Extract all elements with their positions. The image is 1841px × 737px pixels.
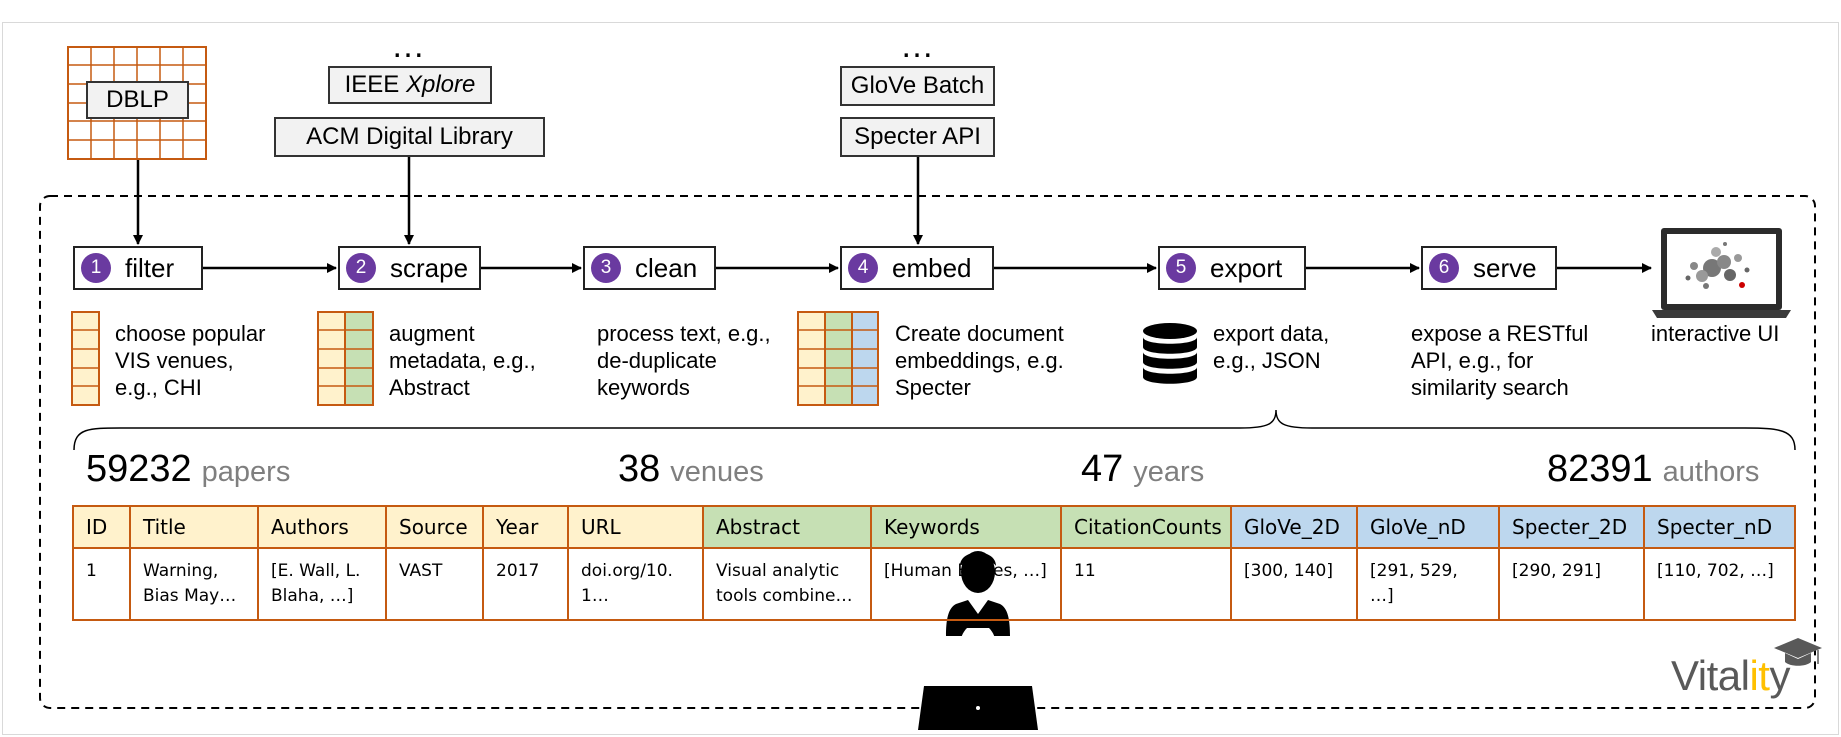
column-header: Specter_2D bbox=[1498, 505, 1645, 549]
stat-venues: 38 venues bbox=[618, 448, 764, 491]
more-sources-dots: … bbox=[391, 27, 426, 65]
step-label: clean bbox=[635, 252, 698, 283]
scrape-description: augment metadata, e.g., Abstract bbox=[389, 321, 536, 400]
step-label: serve bbox=[1473, 252, 1537, 283]
stat-label: papers bbox=[201, 456, 291, 488]
graduation-cap-icon bbox=[1774, 638, 1822, 666]
column-header: Title bbox=[129, 505, 259, 549]
stat-authors: 82391 authors bbox=[1547, 448, 1759, 491]
scrape-table-icon bbox=[317, 311, 374, 406]
step-scrape: 2 scrape bbox=[338, 246, 481, 290]
step-number-badge: 5 bbox=[1166, 253, 1196, 283]
step-number-badge: 6 bbox=[1429, 253, 1459, 283]
column-header: GloVe_nD bbox=[1356, 505, 1500, 549]
stat-years: 47 years bbox=[1081, 448, 1204, 491]
table-cell: doi.org/10. 1… bbox=[567, 547, 704, 621]
column-header: URL bbox=[567, 505, 704, 549]
step-number-badge: 2 bbox=[346, 253, 376, 283]
column-header: Year bbox=[482, 505, 569, 549]
embed-description: Create document embeddings, e.g. Specter bbox=[895, 321, 1064, 400]
stat-label: venues bbox=[670, 456, 764, 488]
database-icon bbox=[1143, 323, 1197, 384]
step-serve: 6 serve bbox=[1421, 246, 1557, 290]
ieee-xplore-box: IEEE Xplore bbox=[328, 66, 492, 104]
step-label: embed bbox=[892, 252, 972, 283]
acm-label: ACM Digital Library bbox=[306, 123, 513, 150]
embed-table-icon bbox=[797, 311, 879, 406]
ieee-label: IEEE bbox=[344, 71, 406, 98]
logo-text-end: y bbox=[1769, 652, 1790, 699]
table-header-row: ID Title Authors Source Year URL Abstrac… bbox=[72, 505, 1796, 549]
step-number-badge: 4 bbox=[848, 253, 878, 283]
column-header: Abstract bbox=[702, 505, 872, 549]
step-clean: 3 clean bbox=[583, 246, 716, 290]
table-cell: [291, 529, …] bbox=[1356, 547, 1500, 621]
table-cell: [E. Wall, L. Blaha, …] bbox=[257, 547, 387, 621]
table-cell: [110, 702, …] bbox=[1643, 547, 1796, 621]
interactive-ui-label: interactive UI bbox=[1651, 321, 1780, 346]
column-header: Specter_nD bbox=[1643, 505, 1796, 549]
step-number-badge: 3 bbox=[591, 253, 621, 283]
export-description: export data, e.g., JSON bbox=[1213, 321, 1330, 373]
column-header: CitationCounts bbox=[1060, 505, 1232, 549]
column-header: ID bbox=[72, 505, 131, 549]
filter-table-icon bbox=[71, 311, 100, 406]
column-header: GloVe_2D bbox=[1230, 505, 1358, 549]
filter-description: choose popular VIS venues, e.g., CHI bbox=[115, 321, 266, 400]
figure-frame bbox=[2, 22, 1839, 735]
step-label: filter bbox=[125, 252, 175, 283]
logo-text-accent: it bbox=[1749, 652, 1770, 699]
specter-api-box: Specter API bbox=[840, 117, 995, 157]
laptop-ui-icon bbox=[1652, 228, 1791, 318]
step-number-badge: 1 bbox=[81, 253, 111, 283]
specter-label: Specter API bbox=[854, 123, 981, 150]
column-header: Keywords bbox=[870, 505, 1062, 549]
glove-batch-box: GloVe Batch bbox=[840, 66, 995, 106]
glove-label: GloVe Batch bbox=[850, 72, 985, 99]
stat-value: 59232 bbox=[86, 448, 192, 490]
step-label: scrape bbox=[390, 252, 469, 283]
stat-value: 47 bbox=[1081, 448, 1124, 490]
table-cell: Visual analytic tools combine… bbox=[702, 547, 872, 621]
step-embed: 4 embed bbox=[840, 246, 994, 290]
stat-papers: 59232 papers bbox=[86, 448, 290, 491]
table-cell: [300, 140] bbox=[1230, 547, 1358, 621]
dataset-schema-table: ID Title Authors Source Year URL Abstrac… bbox=[72, 505, 1796, 621]
table-cell: 1 bbox=[72, 547, 131, 621]
table-cell: [Human Biases, …] bbox=[870, 547, 1062, 621]
table-cell: 11 bbox=[1060, 547, 1232, 621]
more-embeddings-dots: … bbox=[900, 27, 935, 65]
stat-value: 82391 bbox=[1547, 448, 1653, 490]
stat-label: authors bbox=[1662, 456, 1760, 488]
stat-value: 38 bbox=[618, 448, 661, 490]
summary-brace bbox=[73, 409, 1796, 451]
acm-box: ACM Digital Library bbox=[274, 117, 545, 157]
step-label: export bbox=[1210, 252, 1283, 283]
dblp-box: DBLP bbox=[86, 81, 189, 119]
dblp-label: DBLP bbox=[106, 86, 169, 113]
xplore-label: Xplore bbox=[405, 71, 476, 98]
table-cell: VAST bbox=[385, 547, 484, 621]
step-filter: 1 filter bbox=[73, 246, 203, 290]
stat-label: years bbox=[1133, 456, 1205, 488]
table-cell: Warning, Bias May… bbox=[129, 547, 259, 621]
column-header: Source bbox=[385, 505, 484, 549]
clean-description: process text, e.g., de-duplicate keyword… bbox=[597, 321, 771, 400]
table-cell: [290, 291] bbox=[1498, 547, 1645, 621]
serve-description: expose a RESTful API, e.g., for similari… bbox=[1411, 321, 1589, 400]
column-header: Authors bbox=[257, 505, 387, 549]
logo-text-start: Vital bbox=[1671, 652, 1750, 699]
vitality-logo: Vitality bbox=[1671, 652, 1790, 700]
table-cell: 2017 bbox=[482, 547, 569, 621]
step-export: 5 export bbox=[1158, 246, 1306, 290]
table-row: 1 Warning, Bias May… [E. Wall, L. Blaha,… bbox=[72, 547, 1796, 621]
